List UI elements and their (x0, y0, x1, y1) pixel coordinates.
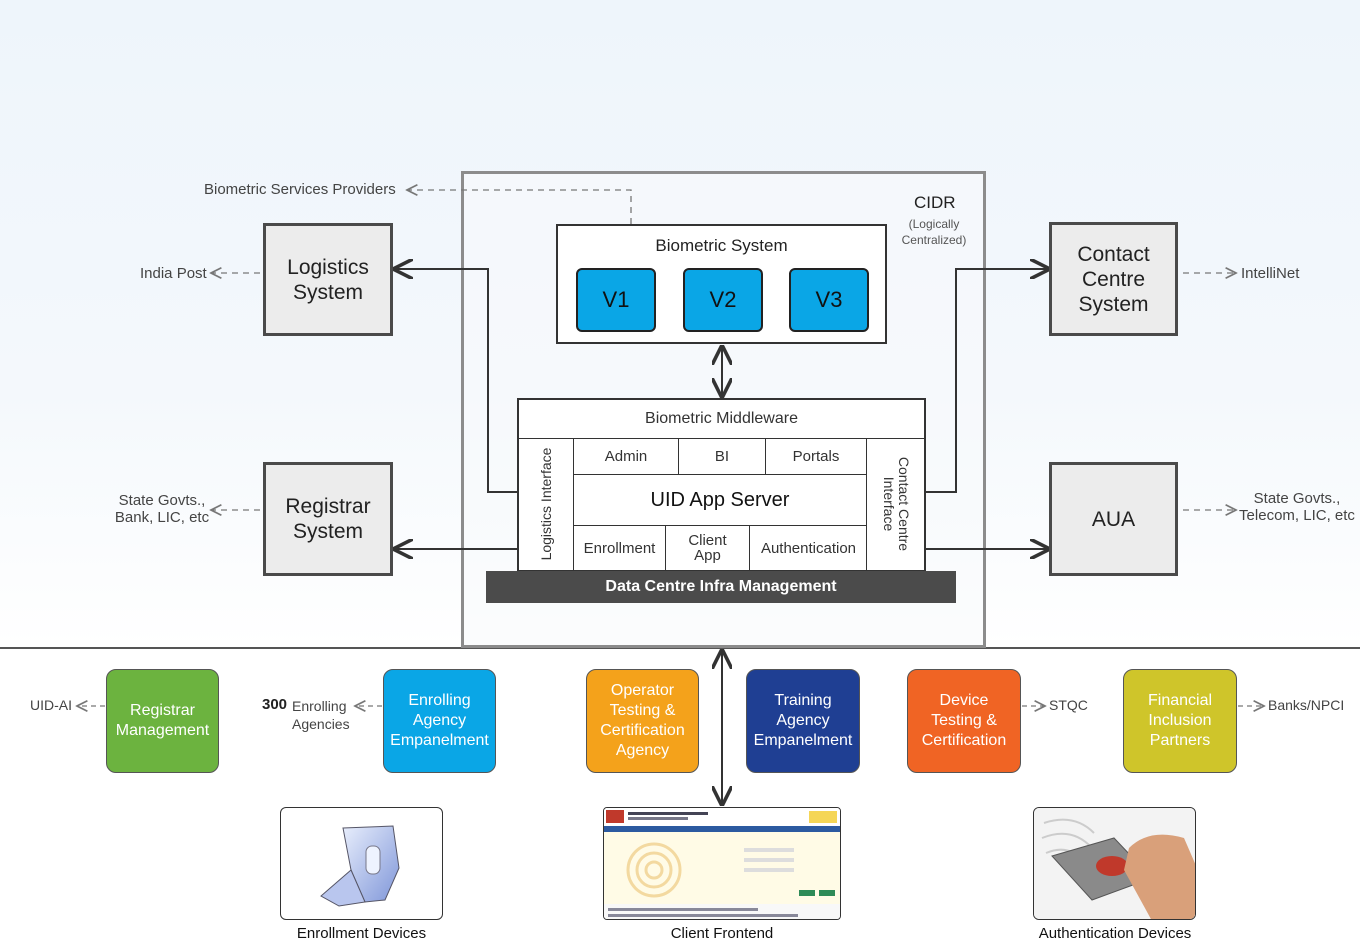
training-agency-empanelment: Training Agency Empanelment (746, 669, 860, 773)
logistics-interface-cell: Logistics Interface (519, 438, 574, 570)
contact-interface-label: Contact Centre Interface (881, 456, 912, 552)
contact-centre-system: Contact Centre System (1049, 222, 1178, 336)
admin-cell: Admin (574, 438, 679, 475)
registrar-system: Registrar System (263, 462, 393, 576)
client-frontend-image (603, 807, 841, 920)
client-app-cell: Client App (666, 526, 750, 570)
operator-testing-agency: Operator Testing & Certification Agency (586, 669, 699, 773)
authentication-device-image (1033, 807, 1196, 920)
bsp-label: Biometric Services Providers (204, 181, 396, 198)
iris-scanner-icon (320, 825, 400, 907)
vendor-v1: V1 (576, 268, 656, 332)
enrollment-devices-caption: Enrollment Devices (296, 925, 427, 942)
biometric-middleware: Biometric Middleware (519, 400, 924, 439)
fingerprint-scanner-icon (1034, 808, 1195, 919)
client-screen-icon (604, 808, 840, 919)
client-frontend-caption: Client Frontend (670, 925, 774, 942)
biometric-system: Biometric System V1 V2 V3 (556, 224, 887, 344)
logistics-system: Logistics System (263, 223, 393, 336)
state-govts-telecom-label: State Govts., Telecom, LIC, etc (1239, 490, 1355, 524)
vendor-v3: V3 (789, 268, 869, 332)
cidr-title: CIDR (914, 193, 956, 212)
state-govts-bank-label: State Govts., Bank, LIC, etc (114, 492, 210, 526)
aua-system: AUA (1049, 462, 1178, 576)
banks-npci-label: Banks/NPCI (1268, 697, 1345, 713)
uidai-label: UID-AI (30, 697, 72, 713)
enrolling-count: 300 (262, 696, 288, 713)
intellinet-label: IntelliNet (1241, 265, 1300, 282)
divider-line (0, 647, 1360, 649)
authentication-devices-caption: Authentication Devices (1038, 925, 1192, 942)
portals-cell: Portals (766, 438, 866, 475)
stqc-label: STQC (1049, 697, 1088, 713)
logistics-interface-label: Logistics Interface (537, 447, 554, 561)
financial-inclusion-partners: Financial Inclusion Partners (1123, 669, 1237, 773)
uid-app-server: UID App Server (574, 475, 866, 526)
device-testing-certification: Device Testing & Certification (907, 669, 1021, 773)
uid-app-block: Biometric Middleware Logistics Interface… (517, 398, 926, 572)
authentication-cell: Authentication (760, 539, 857, 557)
cidr-subtitle: (Logically Centralized) (901, 217, 967, 247)
contact-interface-cell: Contact Centre Interface (866, 438, 925, 570)
biometric-system-title: Biometric System (655, 236, 788, 255)
registrar-management: Registrar Management (106, 669, 219, 773)
india-post-label: India Post (140, 265, 207, 282)
enrolling-agency-empanelment: Enrolling Agency Empanelment (383, 669, 496, 773)
vendor-v2: V2 (683, 268, 763, 332)
enrolling-agencies-label: Enrolling Agencies (292, 698, 350, 732)
enrollment-cell: Enrollment (574, 526, 666, 570)
data-centre-infra: Data Centre Infra Management (486, 571, 956, 603)
bi-cell: BI (679, 438, 766, 475)
enrollment-device-image (280, 807, 443, 920)
